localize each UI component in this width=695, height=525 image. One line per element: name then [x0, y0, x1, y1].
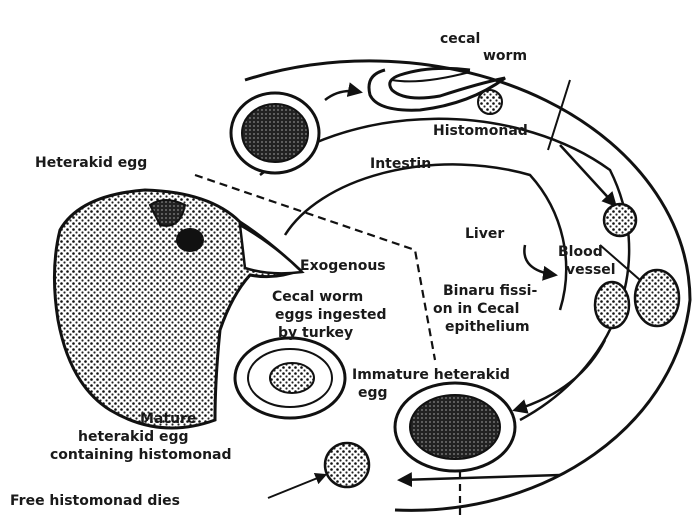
label-histomonad: Histomonad — [433, 123, 528, 139]
free-histomonad-cell — [325, 443, 369, 487]
arrow-exit — [400, 475, 560, 480]
turkey-eye — [176, 228, 204, 252]
histomonad-small — [478, 90, 502, 114]
label-ingested-2: eggs ingested — [275, 307, 387, 323]
label-liver: Liver — [465, 226, 504, 242]
egg-top-core — [242, 104, 308, 162]
label-blood-2: vessel — [566, 262, 616, 278]
label-immature-1: Immature heterakid — [352, 367, 510, 383]
turkey-beak — [240, 225, 302, 273]
egg-mature-histomonad — [270, 363, 314, 393]
arrow-down-right — [515, 340, 605, 410]
label-fission-2: on in Cecal — [433, 301, 519, 317]
label-mature-3: containing histomonad — [50, 447, 232, 463]
blood-cell-top — [604, 204, 636, 236]
arrow-to-cecal — [325, 91, 360, 100]
label-mature-1: Mature — [140, 411, 196, 427]
label-cecal-worm-1: cecal — [440, 31, 480, 47]
label-exogenous: Exogenous — [300, 258, 386, 274]
label-heterakid-egg: Heterakid egg — [35, 155, 147, 171]
label-free-histomonad: Free histomonad dies — [10, 493, 180, 509]
label-ingested-3: by turkey — [278, 325, 353, 341]
arrow-free-histomonad — [268, 475, 325, 498]
egg-immature-core — [410, 395, 500, 459]
label-cecal-worm-2: worm — [483, 48, 527, 64]
arrow-liver — [524, 245, 555, 275]
arrow-to-blood — [560, 145, 615, 205]
label-fission-1: Binaru fissi- — [443, 283, 537, 299]
label-immature-2: egg — [358, 385, 388, 401]
label-intestin: Intestin — [370, 156, 431, 172]
label-blood-1: Blood — [558, 244, 603, 260]
blood-cell-right — [635, 270, 679, 326]
label-mature-2: heterakid egg — [78, 429, 189, 445]
blood-cell-left — [595, 282, 629, 328]
label-ingested-1: Cecal worm — [272, 289, 363, 305]
label-fission-3: epithelium — [445, 319, 530, 335]
